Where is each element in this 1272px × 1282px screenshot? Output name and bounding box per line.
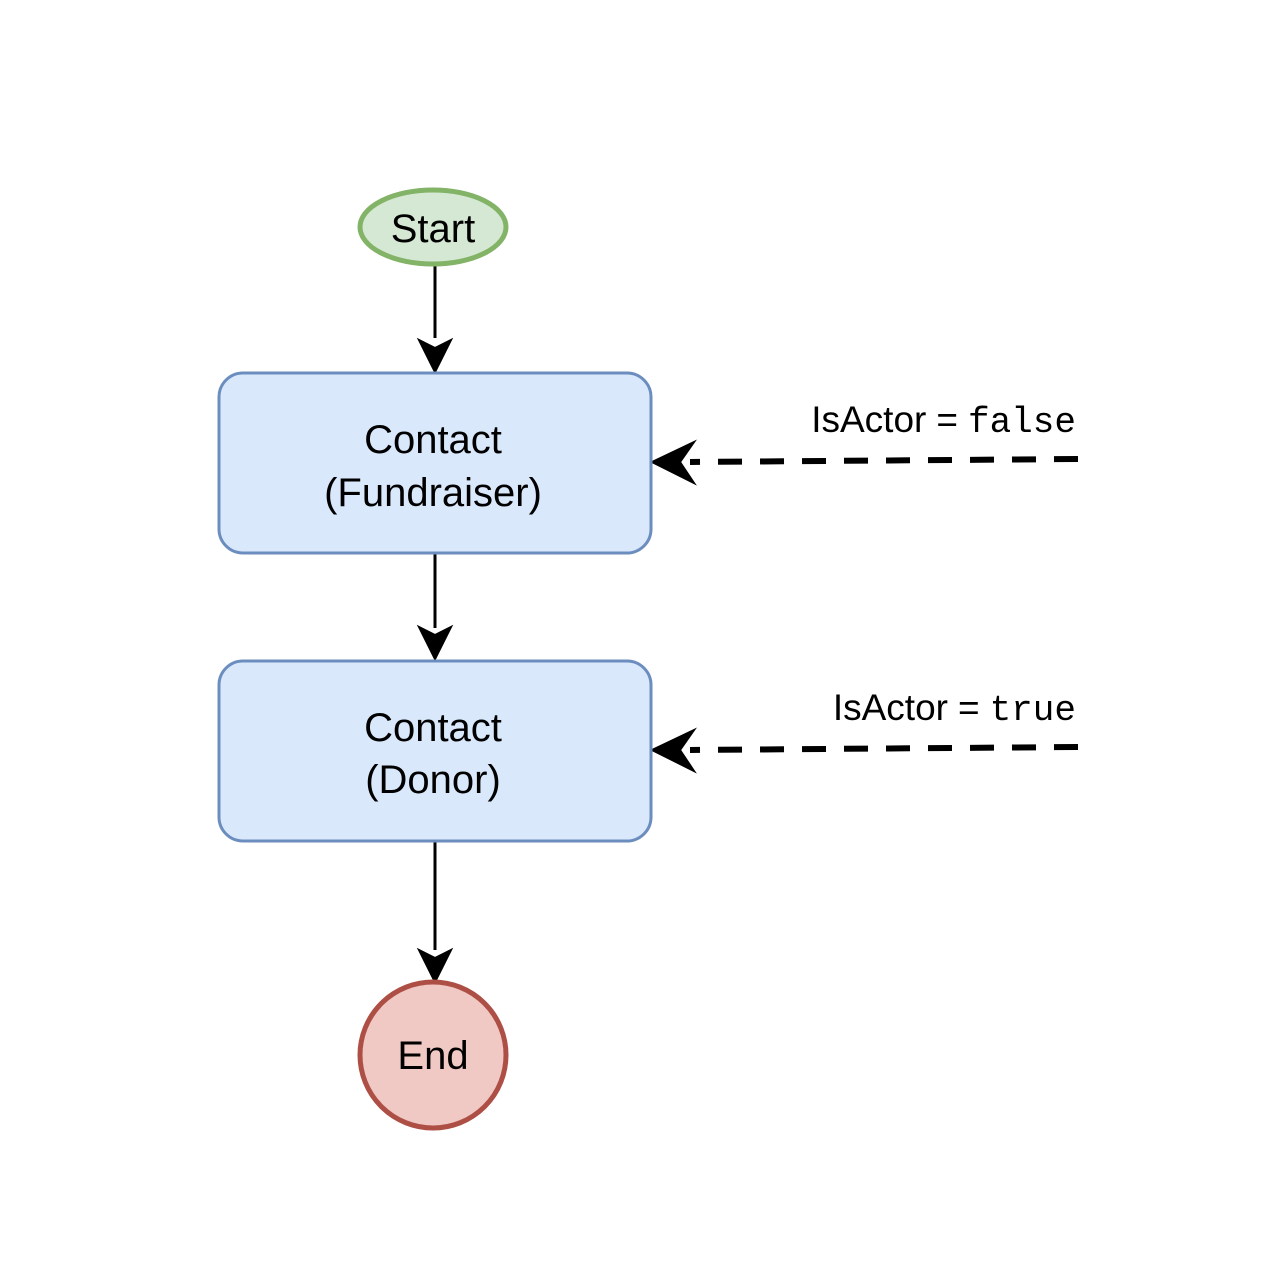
end-shape (357, 979, 509, 1131)
edge-start-to-fundraiser (416, 264, 454, 375)
condition-field: IsActor (811, 399, 926, 440)
condition-operator: = (936, 399, 958, 440)
donor-label-line2: (Donor) (365, 758, 501, 802)
arrowhead-icon (649, 439, 697, 486)
arrowhead-icon (649, 727, 697, 774)
condition-label-fundraiser: IsActor=false (811, 399, 1076, 443)
edge-fundraiser-to-donor (416, 553, 454, 662)
condition-label-donor: IsActor=true (833, 687, 1076, 731)
donor-node[interactable]: Contact (Donor) (217, 659, 653, 843)
condition-field: IsActor (833, 687, 948, 728)
start-node[interactable]: Start (357, 187, 509, 267)
donor-label-line1: Contact (364, 706, 502, 750)
edge-condition-donor (649, 727, 1079, 774)
fundraiser-shape (217, 371, 653, 555)
svg-text:IsActor=false: IsActor=false (811, 399, 1076, 443)
svg-text:IsActor=true: IsActor=true (833, 687, 1076, 731)
donor-shape (217, 659, 653, 843)
start-shape (357, 187, 509, 267)
start-label: Start (391, 207, 475, 251)
arrowhead-icon (416, 337, 454, 375)
end-node[interactable]: End (357, 979, 509, 1131)
edge-donor-to-end (416, 841, 454, 985)
arrowhead-icon (416, 624, 454, 662)
fundraiser-label-line1: Contact (364, 418, 502, 462)
condition-operator: = (958, 687, 980, 728)
end-label: End (397, 1034, 468, 1078)
fundraiser-label-line2: (Fundraiser) (324, 471, 542, 515)
condition-value: false (968, 402, 1076, 443)
edge-condition-fundraiser (649, 439, 1079, 486)
fundraiser-node[interactable]: Contact (Fundraiser) (217, 371, 653, 555)
arrowhead-icon (416, 947, 454, 985)
condition-value: true (990, 690, 1076, 731)
